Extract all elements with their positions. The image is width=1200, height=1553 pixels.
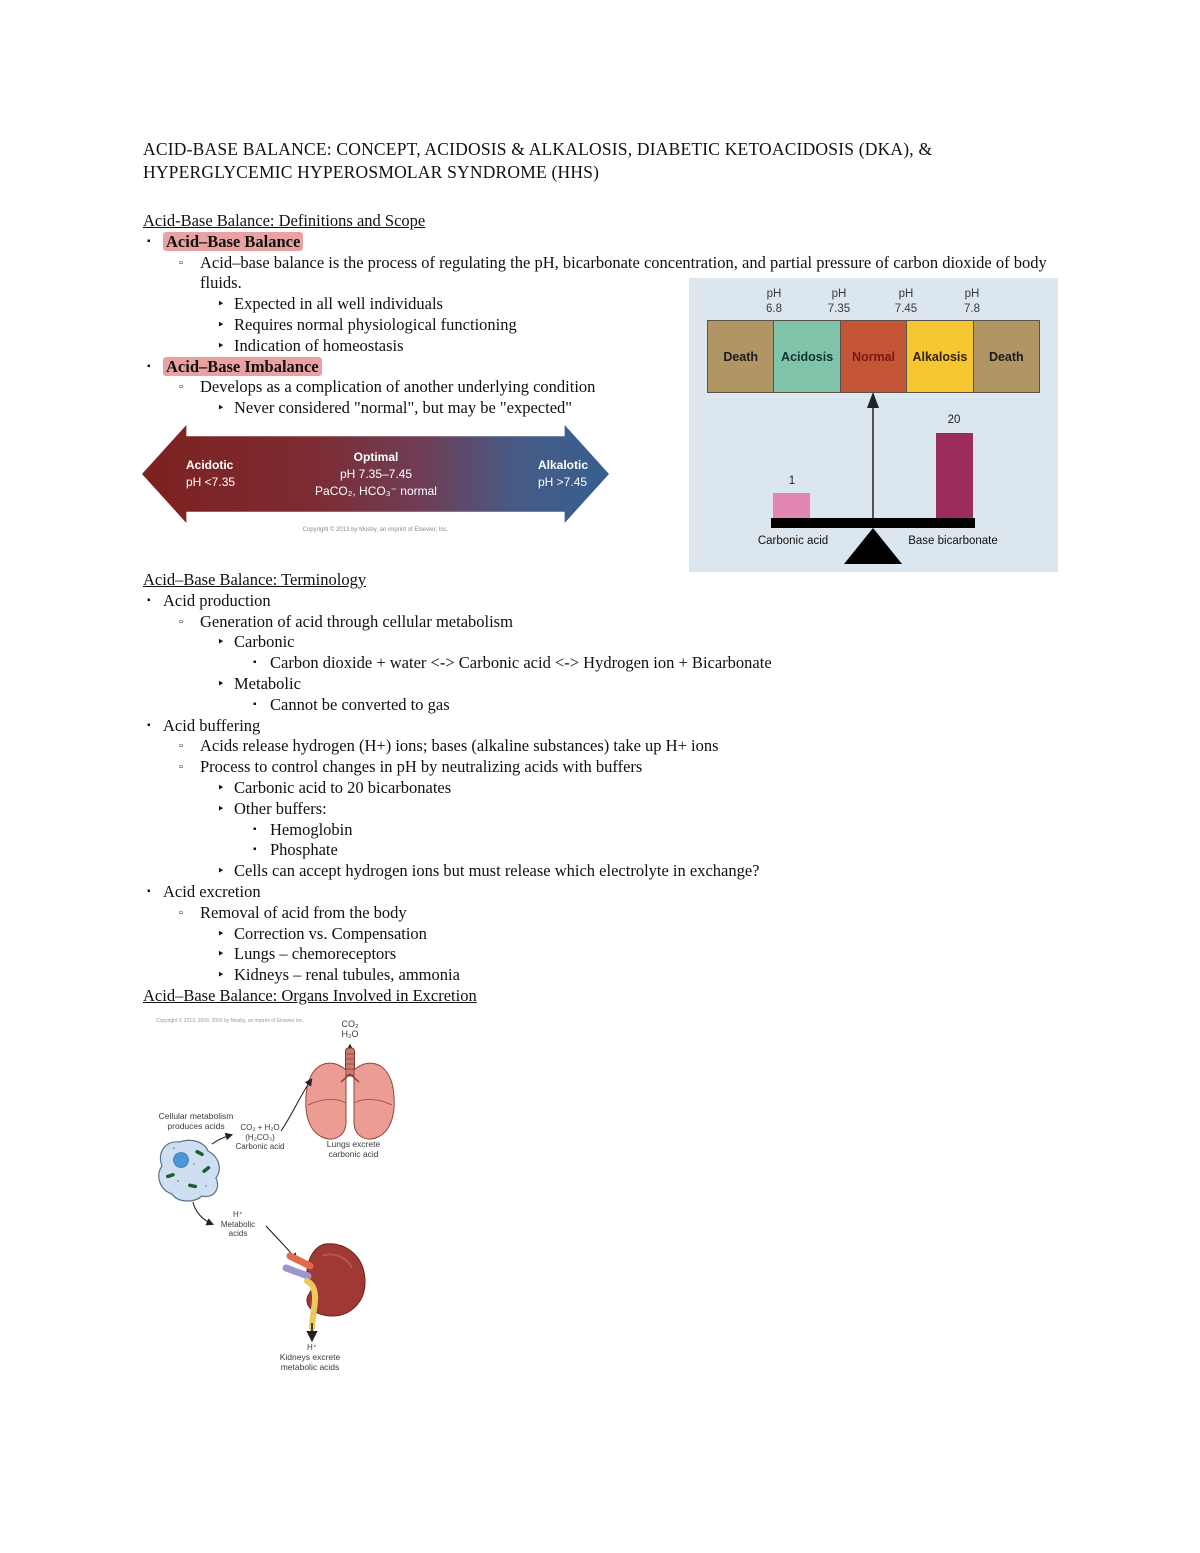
zone-death-left: Death <box>707 320 774 393</box>
zone-alkalosis: Alkalosis <box>906 320 973 393</box>
list-item: Phosphate <box>143 840 1073 861</box>
list-item: Requires normal physiological functionin… <box>143 315 1073 336</box>
list-item: Other buffers: <box>143 799 1073 820</box>
list-item: Indication of homeostasis <box>143 336 1073 357</box>
list-item: Carbonic <box>143 632 1073 653</box>
section-heading-definitions: Acid-Base Balance: Definitions and Scope <box>143 211 426 230</box>
mitochondrion <box>202 1166 211 1173</box>
kidney <box>306 1243 366 1317</box>
list-item: Hemoglobin <box>143 820 1073 841</box>
organs-illustration <box>158 1043 395 1343</box>
pointer-arrow-head <box>867 392 879 408</box>
list-item: Cells can accept hydrogen ions but must … <box>143 861 1073 882</box>
list-item: Correction vs. Compensation <box>143 924 1073 945</box>
mitochondrion <box>188 1183 197 1189</box>
cell-to-carbonic-arrow <box>211 1132 234 1145</box>
optimal-label: Optimal pH 7.35–7.45 PaCO₂, HCO₃⁻ normal <box>315 450 437 498</box>
list-item: Acid production <box>143 591 1073 612</box>
list-item: Acid–base balance is the process of regu… <box>143 253 1073 295</box>
cell-nucleus <box>173 1152 189 1168</box>
bronchi <box>340 1073 360 1083</box>
renal-vein <box>282 1264 312 1280</box>
ph-zone-band: Death Acidosis Normal Alkalosis Death <box>707 320 1041 393</box>
terminology-text-block: Acid–Base Balance: Terminology Acid prod… <box>143 570 1073 1007</box>
metabolic-acids-label: H⁺ Metabolic acids <box>220 1210 256 1238</box>
bicarbonate-bar <box>936 433 973 519</box>
cell-to-metabolic-arrow <box>192 1201 215 1226</box>
double-arrow-shape <box>142 425 609 523</box>
mitochondrion <box>166 1172 175 1179</box>
acid-base-spectrum-arrow: Acidotic pH <7.35 Optimal pH 7.35–7.45 P… <box>142 423 609 541</box>
organs-excretion-diagram: CO₂ H₂O Cellular metabolism produces aci… <box>150 1018 480 1390</box>
zone-death-right: Death <box>972 320 1041 393</box>
renal-artery <box>286 1252 314 1270</box>
list-item: Removal of acid from the body <box>143 903 1073 924</box>
top-text-block: ACID-BASE BALANCE: CONCEPT, ACIDOSIS & A… <box>143 138 1073 419</box>
list-item: Metabolic <box>143 674 1073 695</box>
bar-value-20: 20 <box>947 414 961 426</box>
kidney-shading <box>321 1253 353 1269</box>
list-item: Carbonic acid to 20 bicarbonates <box>143 778 1073 799</box>
section-heading-terminology: Acid–Base Balance: Terminology <box>143 570 367 589</box>
highlighted-term: Acid–Base Imbalance <box>163 356 322 376</box>
highlighted-term: Acid–Base Balance <box>163 231 304 251</box>
copyright-text: Copyright © 2013, 2009, 2005 by Mosby, a… <box>155 1018 305 1024</box>
mitochondrion <box>195 1149 204 1157</box>
seesaw-beam <box>771 518 975 528</box>
list-item: Acid buffering <box>143 716 1073 737</box>
carbonic-acid-bar <box>773 493 810 519</box>
page-title-line2: HYPERGLYCEMIC HYPEROSMOLAR SYNDROME (HHS… <box>143 162 600 182</box>
right-lung <box>353 1062 395 1140</box>
list-item: Acid–Base Imbalance <box>143 356 1073 378</box>
kidneys-excrete-label: Kidneys excrete metabolic acids <box>279 1352 341 1372</box>
carbonic-acid-label: CO₂ + H₂O (H₂CO₃) Carbonic acid <box>235 1123 285 1151</box>
bar-value-1: 1 <box>788 475 796 487</box>
carbonic-acid-label: Carbonic acid <box>757 535 829 547</box>
alkalotic-label: Alkalotic pH >7.45 <box>538 458 589 489</box>
lungs-excrete-label: Lungs excrete carbonic acid <box>326 1139 381 1159</box>
hydrogen-ion-label: H⁺ <box>307 1343 317 1352</box>
seesaw-fulcrum <box>844 528 902 564</box>
acidotic-label: Acidotic pH <7.35 <box>186 458 236 489</box>
list-item: Kidneys – renal tubules, ammonia <box>143 965 1073 986</box>
list-item: Acids release hydrogen (H+) ions; bases … <box>143 736 1073 757</box>
list-item: Expected in all well individuals <box>143 294 1073 315</box>
left-lung <box>305 1062 347 1140</box>
copyright-text: Copyright © 2013 by Mosby, an imprint of… <box>302 527 449 533</box>
base-bicarbonate-label: Base bicarbonate <box>908 535 998 547</box>
page-title: ACID-BASE BALANCE: CONCEPT, ACIDOSIS & A… <box>143 139 933 159</box>
exhaled-gases-label: CO₂ H₂O <box>341 1019 359 1039</box>
zone-acidosis: Acidosis <box>773 320 840 393</box>
carbonic-to-lungs-arrow <box>280 1078 313 1132</box>
list-item: Never considered "normal", but may be "e… <box>143 398 1073 419</box>
list-item: Acid excretion <box>143 882 1073 903</box>
list-item: Develops as a complication of another un… <box>143 377 1073 398</box>
left-fissure <box>307 1099 347 1106</box>
right-fissure <box>353 1099 393 1106</box>
trachea <box>345 1047 355 1077</box>
zone-normal: Normal <box>839 320 907 393</box>
list-item: Carbon dioxide + water <-> Carbonic acid… <box>143 653 1073 674</box>
seesaw-illustration <box>771 392 975 564</box>
list-item: Cannot be converted to gas <box>143 695 1073 716</box>
list-item: Acid–Base Balance <box>143 231 1073 253</box>
list-item: Lungs – chemoreceptors <box>143 944 1073 965</box>
cellular-metabolism-label: Cellular metabolism produces acids <box>158 1111 234 1131</box>
list-item: Process to control changes in pH by neut… <box>143 757 1073 778</box>
section-heading-organs: Acid–Base Balance: Organs Involved in Ex… <box>143 985 477 1005</box>
list-item: Generation of acid through cellular meta… <box>143 612 1073 633</box>
cell-body <box>158 1139 220 1202</box>
